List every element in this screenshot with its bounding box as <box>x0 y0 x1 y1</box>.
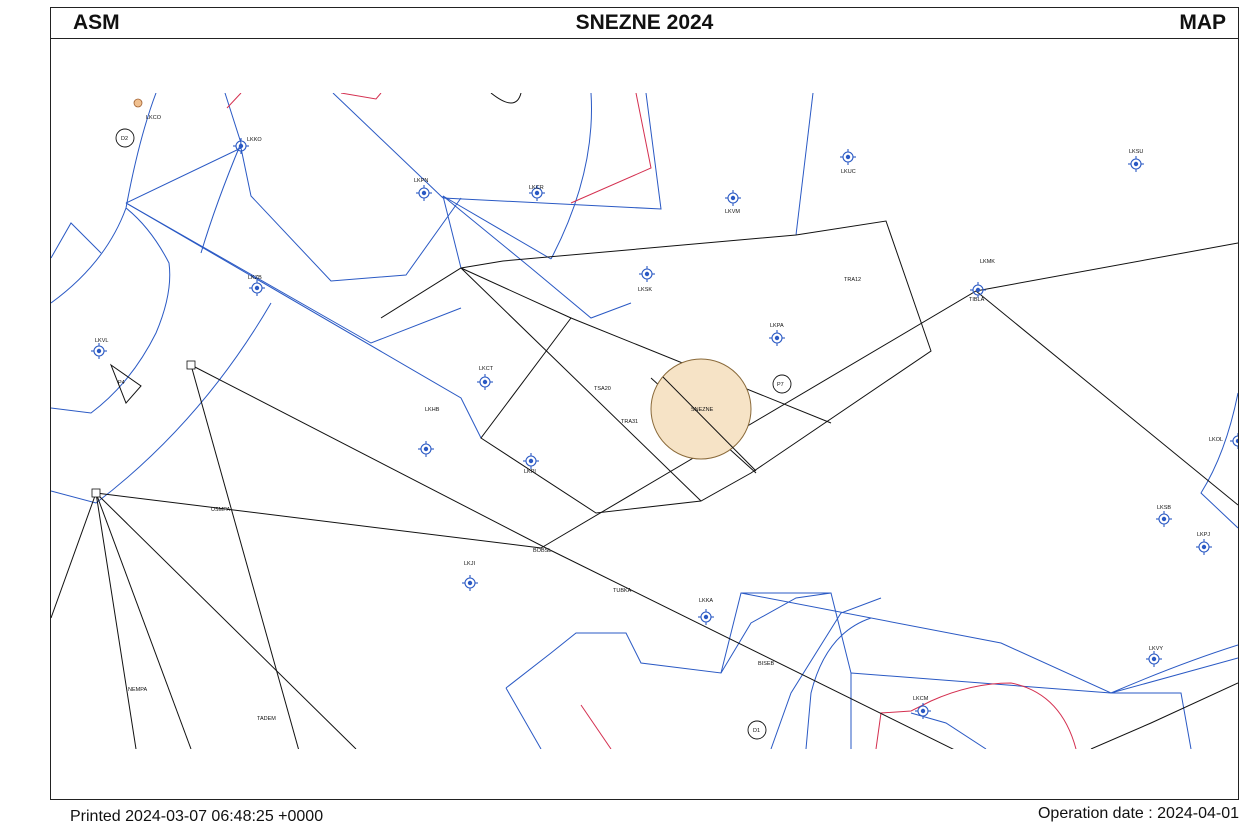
aerodrome-icon[interactable] <box>233 138 249 154</box>
header-bar: ASM SNEZNE 2024 MAP <box>51 8 1238 39</box>
red-boundaries <box>226 93 1077 749</box>
label-bobsl: BOBSL <box>533 548 551 554</box>
label-lkka: LKKA <box>699 598 713 604</box>
aerodrome-icon[interactable] <box>915 703 931 719</box>
zone-circle-d2 <box>115 128 135 148</box>
label-biseb: BISEB <box>758 661 775 667</box>
aerodrome-icon[interactable] <box>725 190 741 206</box>
label-lkhb: LKHB <box>425 407 440 413</box>
label-lkko: LKKO <box>247 137 262 143</box>
label-tubka: TUBKA <box>613 588 632 594</box>
aerodrome-icon[interactable] <box>91 343 107 359</box>
waypoint-markers <box>91 98 196 498</box>
label-tibla: TIBLA <box>969 297 985 303</box>
aerodrome-icon[interactable] <box>970 282 986 298</box>
label-lkji: LKJI <box>464 561 475 567</box>
label-lkuc: LKUC <box>841 169 856 175</box>
aerodrome-icon[interactable] <box>840 149 856 165</box>
label-lkpj: LKPJ <box>1197 532 1210 538</box>
label-lkpi: LKPI <box>524 469 536 475</box>
aerodrome-icon[interactable] <box>418 441 434 457</box>
map-area[interactable]: LKCO LKKO LKPN LKCR LKVM LKUC LKSU LKSK … <box>51 93 1238 749</box>
aerodrome-icon[interactable] <box>1230 433 1238 449</box>
aerodrome-icon[interactable] <box>249 280 265 296</box>
aerodrome-icon[interactable] <box>1156 511 1172 527</box>
label-lksk: LKSK <box>638 287 652 293</box>
label-lkvy: LKVY <box>1149 646 1163 652</box>
operation-date: Operation date : 2024-04-01 <box>1037 805 1239 822</box>
label-lkcr: LKCR <box>529 185 544 191</box>
airspace-map[interactable]: LKCO LKKO LKPN LKCR LKVM LKUC LKSU LKSK … <box>51 93 1238 749</box>
label-lkmk: LKMK <box>980 259 995 265</box>
snezne-zone-circle[interactable] <box>650 358 752 460</box>
header-center-title: SNEZNE 2024 <box>575 11 714 34</box>
printed-timestamp: Printed 2024-03-07 06:48:25 +0000 <box>70 808 324 825</box>
label-lkpn: LKPN <box>414 178 428 184</box>
label-nempa: NEMPA <box>128 687 147 693</box>
label-tra12: TRA12 <box>844 277 861 283</box>
aerodrome-icon[interactable] <box>1196 539 1212 555</box>
label-lkpa: LKPA <box>770 323 784 329</box>
label-usmpa: USMPA <box>211 507 230 513</box>
label-lkct: LKCT <box>479 366 494 372</box>
label-lkvl: LKVL <box>95 338 108 344</box>
label-d1: D1 <box>753 728 760 734</box>
aerodrome-icon[interactable] <box>529 185 545 201</box>
label-lkco: LKCO <box>146 115 162 121</box>
aerodrome-icon[interactable] <box>416 185 432 201</box>
aerodrome-markers[interactable] <box>91 138 1238 719</box>
label-lksu: LKSU <box>1129 149 1143 155</box>
header-right-title: MAP <box>1179 11 1226 34</box>
label-lksb: LKSB <box>1157 505 1171 511</box>
label-lkcm: LKCM <box>913 696 929 702</box>
label-snezne: SNEZNE <box>691 407 714 413</box>
label-tra31: TRA31 <box>621 419 638 425</box>
aerodrome-icon[interactable] <box>698 609 714 625</box>
aerodrome-icon[interactable] <box>462 575 478 591</box>
header-left-title: ASM <box>73 11 120 34</box>
blue-boundaries <box>51 93 1238 749</box>
route-lines <box>51 93 1238 749</box>
label-tadem: TADEM <box>257 716 276 722</box>
label-lkzb: LKZB <box>248 275 262 281</box>
label-tsa20: TSA20 <box>594 386 611 392</box>
aerodrome-icon[interactable] <box>1128 156 1144 172</box>
map-labels: LKCO LKKO LKPN LKCR LKVM LKUC LKSU LKSK … <box>95 115 1223 734</box>
zone-circle-p7 <box>772 374 792 394</box>
zone-circle-d1 <box>747 720 767 740</box>
map-sheet: ASM SNEZNE 2024 MAP <box>50 7 1239 800</box>
aerodrome-icon[interactable] <box>523 453 539 469</box>
aerodrome-icon[interactable] <box>1146 651 1162 667</box>
label-lkol: LKOL <box>1209 437 1223 443</box>
label-lkvm: LKVM <box>725 209 740 215</box>
label-p4: P4 <box>118 380 125 386</box>
label-d2: D2 <box>121 136 128 142</box>
aerodrome-icon[interactable] <box>769 330 785 346</box>
aerodrome-icon[interactable] <box>639 266 655 282</box>
label-p7: P7 <box>777 382 784 388</box>
route-through-zone <box>662 376 757 472</box>
aerodrome-icon[interactable] <box>477 374 493 390</box>
